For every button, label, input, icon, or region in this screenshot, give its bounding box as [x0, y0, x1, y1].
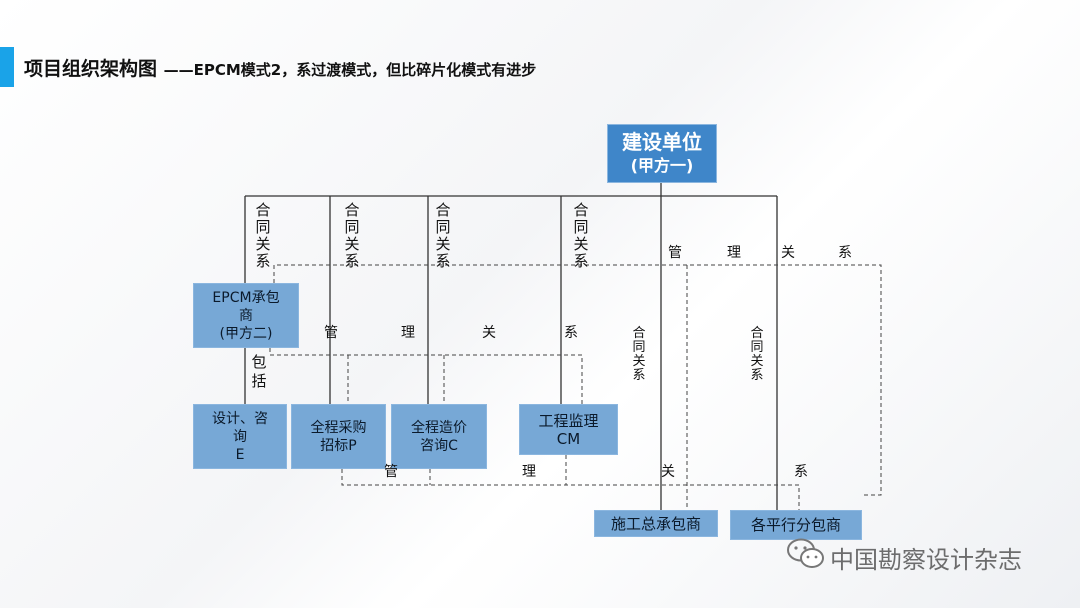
contract-label-epcm: 合同关系: [255, 201, 271, 270]
cost-line-2: 咨询C: [420, 437, 458, 454]
watermark-text: 中国勘察设计杂志: [830, 546, 1022, 574]
manage-loop-top: [273, 264, 882, 496]
manage-label-top-1: 管: [668, 245, 682, 261]
parallel-subcontractors-box: 各平行分包商: [730, 510, 862, 540]
epcm-line-1: EPCM承包: [212, 289, 280, 306]
epcm-contractor-box: EPCM承包 商 (甲方二): [193, 283, 299, 348]
manage-label-bottom-1: 管: [384, 464, 398, 480]
contract-label-supervision: 合同关系: [573, 201, 589, 270]
cost-line-1: 全程造价: [411, 419, 467, 436]
procurement-box: 全程采购 招标P: [291, 404, 386, 469]
manage-label-mid-2: 理: [401, 325, 415, 341]
design-line-1: 设计、咨: [212, 410, 268, 427]
contract-label-procure: 合同关系: [344, 201, 360, 270]
design-consult-box: 设计、咨 询 E: [193, 404, 287, 469]
manage-label-bottom-3: 关: [661, 464, 675, 480]
manage-loop-bottom: [341, 469, 800, 510]
parallel-subs-label: 各平行分包商: [750, 516, 841, 534]
manage-label-mid-4: 系: [564, 325, 578, 341]
manage-label-mid-1: 管: [324, 325, 338, 341]
supervision-line-1: 工程监理: [538, 411, 599, 430]
manage-label-mid-3: 关: [482, 325, 496, 341]
general-contractor-box: 施工总承包商: [594, 510, 718, 537]
title-main: 项目组织架构图: [24, 58, 164, 80]
contract-label-cost: 合同关系: [435, 201, 451, 270]
contract-label-parallel: 合同关系: [750, 326, 764, 383]
manage-label-bottom-2: 理: [522, 464, 536, 480]
design-line-3: E: [235, 446, 245, 463]
contract-label-general: 合同关系: [632, 326, 646, 383]
design-line-2: 询: [233, 428, 247, 445]
include-label: 包括: [251, 353, 267, 390]
procure-line-2: 招标P: [320, 437, 357, 454]
general-contractor-label: 施工总承包商: [610, 514, 701, 533]
epcm-line-3: (甲方二): [219, 325, 273, 342]
page-title: 项目组织架构图 ——EPCM模式2，系过渡模式，但比碎片化模式有进步: [24, 54, 536, 81]
owner-box: 建设单位 (甲方一): [607, 124, 717, 183]
epcm-line-2: 商: [239, 307, 253, 324]
procure-line-1: 全程采购: [310, 419, 367, 436]
manage-loop-middle: [269, 348, 583, 404]
manage-label-top-4: 系: [838, 245, 852, 261]
owner-party: (甲方一): [630, 155, 694, 175]
cost-consult-box: 全程造价 咨询C: [391, 404, 487, 469]
manage-label-top-3: 关: [781, 245, 795, 261]
title-subtitle: ——EPCM模式2，系过渡模式，但比碎片化模式有进步: [163, 61, 537, 79]
owner-name: 建设单位: [622, 129, 702, 154]
manage-label-top-2: 理: [727, 245, 741, 261]
manage-label-bottom-4: 系: [794, 464, 808, 480]
title-accent-bar: [0, 47, 14, 87]
supervision-line-2: CM: [556, 429, 581, 448]
wechat-icon: [787, 538, 824, 568]
supervision-box: 工程监理 CM: [519, 404, 618, 455]
